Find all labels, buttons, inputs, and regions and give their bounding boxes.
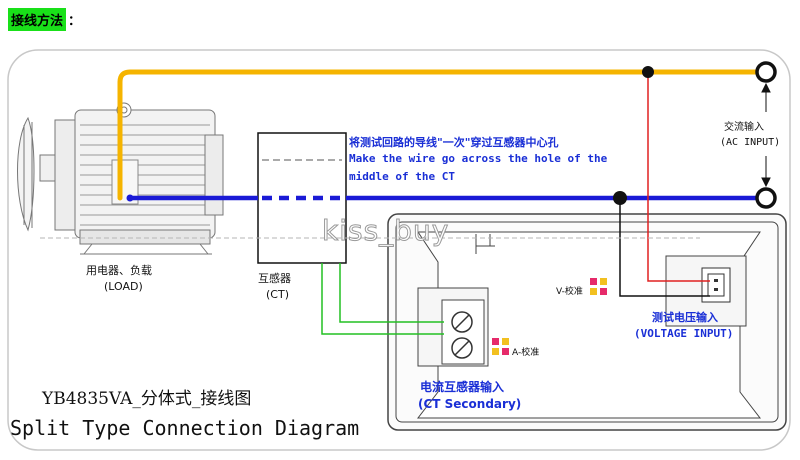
ac-input-label-cn: 交流输入 bbox=[724, 122, 764, 133]
voltage-wire-red bbox=[647, 72, 710, 282]
ac-terminal-top bbox=[755, 61, 777, 83]
v-calibration-pad bbox=[590, 278, 607, 295]
ct-secondary-label-en: (CT Secondary) bbox=[418, 397, 522, 411]
diagram-title-en: Split Type Connection Diagram bbox=[10, 416, 360, 440]
ct-secondary-label-cn: 电流互感器输入 bbox=[420, 380, 505, 394]
ac-input-label-en: (AC INPUT) bbox=[720, 137, 781, 148]
ct-label-en: (CT) bbox=[266, 288, 289, 301]
ct-wire-1 bbox=[321, 263, 444, 335]
v-calibration-label: V-校准 bbox=[556, 287, 583, 297]
voltage-input-label-cn: 测试电压输入 bbox=[652, 311, 718, 324]
instruction-en-line2: middle of the CT bbox=[349, 170, 455, 183]
ct-wire-2 bbox=[339, 263, 444, 323]
header: 接线方法 ： bbox=[8, 7, 82, 31]
diagram-title-cn: YB4835VA_分体式_接线图 bbox=[42, 389, 252, 409]
header-colon: ： bbox=[68, 13, 82, 29]
junction-phase bbox=[642, 66, 654, 78]
voltage-wire-black bbox=[619, 198, 710, 297]
neutral-wire-start-dot bbox=[126, 194, 134, 202]
ct-label-cn: 互感器 bbox=[258, 272, 291, 285]
phase-wire bbox=[117, 69, 759, 201]
motor-drawing bbox=[17, 102, 224, 255]
instruction-cn: 将测试回路的导线"一次"穿过互感器中心孔 bbox=[349, 136, 559, 149]
ac-terminal-bottom bbox=[755, 187, 777, 209]
load-label-cn: 用电器、负载 bbox=[86, 264, 152, 277]
header-label: 接线方法 bbox=[8, 7, 67, 31]
ct-terminal bbox=[441, 299, 485, 365]
ac-input-arrow bbox=[761, 82, 771, 188]
meter-body bbox=[387, 213, 787, 431]
junction-neutral bbox=[613, 191, 627, 205]
a-calibration-label: A-校准 bbox=[512, 348, 540, 358]
load-label-en: (LOAD) bbox=[104, 280, 143, 293]
voltage-connector bbox=[701, 267, 731, 303]
diagram-frame bbox=[7, 49, 791, 451]
instruction-en-line1: Make the wire go across the hole of the bbox=[349, 152, 608, 165]
a-calibration-pad bbox=[492, 338, 509, 355]
watermark: kiss_buy bbox=[321, 214, 450, 248]
voltage-input-label-en: (VOLTAGE INPUT) bbox=[634, 327, 734, 340]
